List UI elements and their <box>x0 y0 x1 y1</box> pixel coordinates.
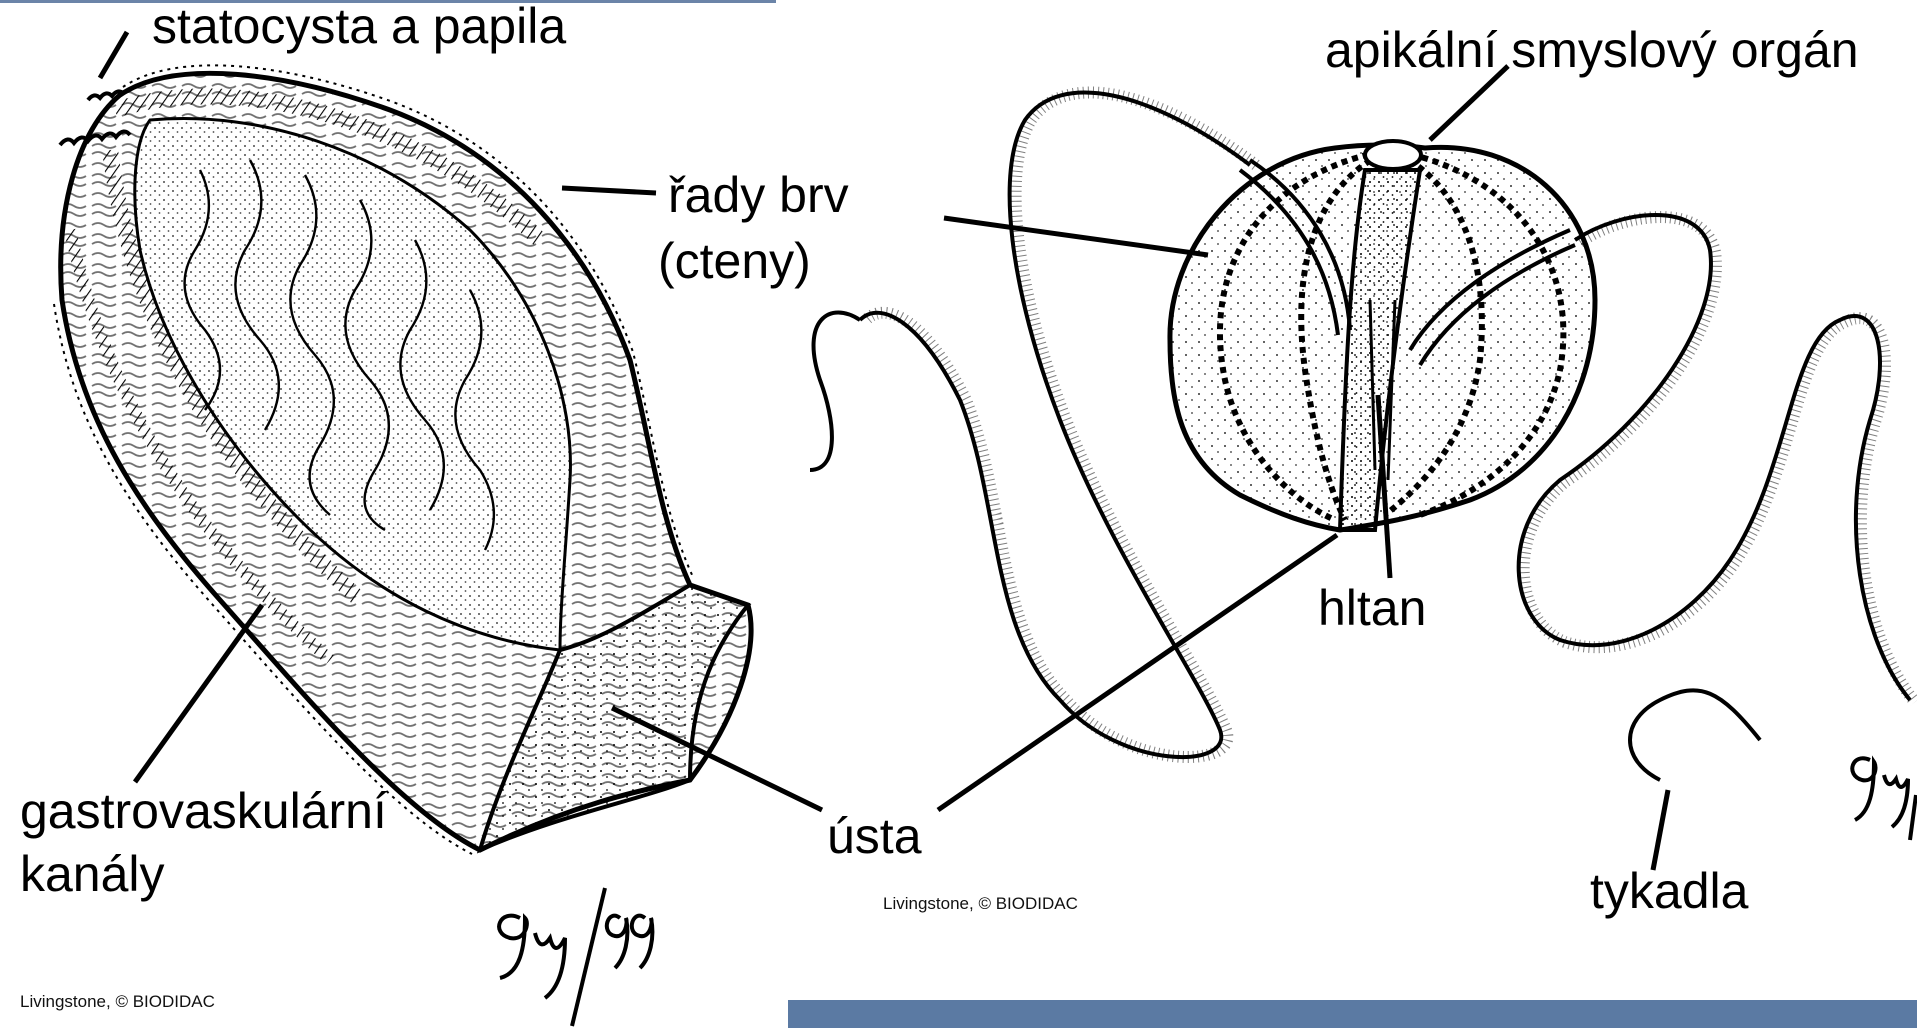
signature-left <box>480 878 680 1028</box>
label-statocyst: statocysta a papila <box>152 0 566 54</box>
label-apical-organ: apikální smyslový orgán <box>1325 22 1859 78</box>
leader-canals <box>135 605 262 782</box>
leader-comb-rows-right <box>944 218 1208 255</box>
signature-right <box>1840 740 1917 850</box>
label-mouth: ústa <box>827 808 922 864</box>
right-apical-organ <box>1365 141 1421 169</box>
label-pharynx: hltan <box>1318 580 1426 636</box>
leader-mouth-right <box>938 535 1337 810</box>
tentacle-left-hook <box>810 313 860 471</box>
leader-tentacles <box>1653 790 1668 870</box>
credit-right: Livingstone, © BIODIDAC <box>883 894 1078 914</box>
leader-statocyst <box>100 32 127 78</box>
label-canals: gastrovaskulární <box>20 783 387 839</box>
leader-comb-rows <box>562 188 656 193</box>
credit-left: Livingstone, © BIODIDAC <box>20 992 215 1012</box>
label-tentacles: tykadla <box>1590 863 1748 919</box>
label-comb-rows-2: (cteny) <box>658 233 811 289</box>
left-ctenophore-drawing <box>54 65 751 854</box>
label-canals-2: kanály <box>20 846 165 902</box>
tentacle-right-hook <box>1630 690 1760 780</box>
label-comb-rows: řady brv <box>668 167 849 223</box>
